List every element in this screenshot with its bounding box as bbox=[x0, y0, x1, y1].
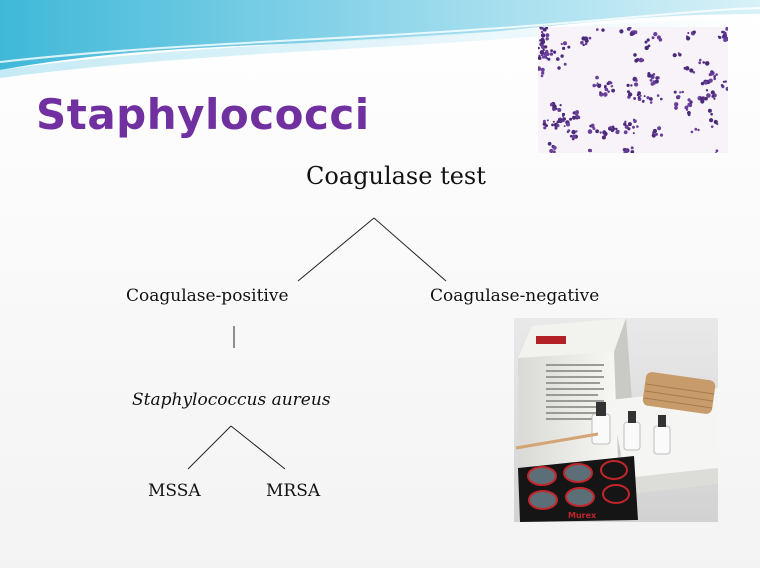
connector-root-left bbox=[298, 218, 374, 281]
coagulase-test-kit-photo: Murex bbox=[514, 318, 718, 522]
node-mrsa: MRSA bbox=[266, 481, 320, 501]
slide-title: Staphylococci bbox=[36, 90, 370, 139]
connector-aureus-mssa bbox=[188, 426, 231, 469]
gram-stain-micrograph bbox=[538, 27, 728, 153]
node-staphylococcus-aureus: Staphylococcus aureus bbox=[132, 390, 331, 410]
connector-aureus-mrsa bbox=[231, 426, 285, 469]
node-coagulase-negative: Coagulase-negative bbox=[430, 286, 599, 306]
node-mssa: MSSA bbox=[148, 481, 201, 501]
connector-root-right bbox=[374, 218, 446, 281]
node-coagulase-positive: Coagulase-positive bbox=[126, 286, 289, 306]
kit-brand-label: Murex bbox=[568, 511, 597, 520]
node-coagulase-test: Coagulase test bbox=[306, 162, 486, 190]
